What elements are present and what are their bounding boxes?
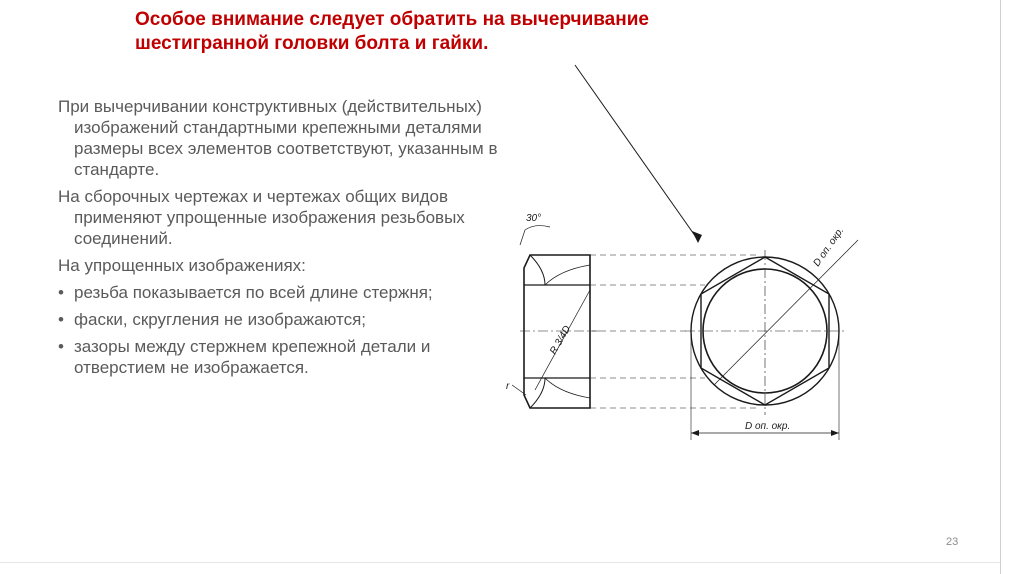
fillet-label: r <box>506 381 510 392</box>
pointer-arrow-head <box>692 231 702 243</box>
side-view <box>511 225 600 409</box>
title-line-1: Особое внимание следует обратить на выче… <box>135 9 649 30</box>
paragraph-2: На сборочных чертежах и чертежах общих в… <box>58 187 465 248</box>
bullet-item-3: • зазоры между стержнем крепежной детали … <box>58 336 498 378</box>
diameter-label-top: D оп. окр. <box>811 225 846 268</box>
body-text: При вычерчивании конструктивных (действи… <box>58 96 498 384</box>
bullet-mark: • <box>58 283 64 302</box>
bullet-item-1: • резьба показывается по всей длине стерж… <box>58 282 498 303</box>
bullet-text-1: резьба показывается по всей длине стержн… <box>74 283 433 302</box>
slide-title: Особое внимание следует обратить на выче… <box>135 8 835 56</box>
pointer-arrow-line <box>574 64 699 241</box>
title-line-2: шестигранной головки болта и гайки. <box>135 33 489 54</box>
paragraph-3: На упрощенных изображениях: <box>58 256 306 275</box>
page-number: 23 <box>946 536 959 548</box>
bullet-item-2: • фаски, скругления не изображаются; <box>58 309 498 330</box>
slide-edge-horizontal <box>0 562 1000 563</box>
top-view <box>685 239 859 440</box>
projection-lines <box>590 254 760 409</box>
bolt-head-drawing: 30° R 3/4D r D оп. окр. D оп. окр. <box>506 64 859 440</box>
bullet-text-3: зазоры между стержнем крепежной детали и… <box>74 337 431 377</box>
paragraph-1: При вычерчивании конструктивных (действи… <box>58 97 498 179</box>
bullet-text-2: фаски, скругления не изображаются; <box>74 310 367 329</box>
radius-label: R 3/4D <box>548 324 573 356</box>
slide-edge-vertical <box>1000 0 1001 574</box>
bullet-mark: • <box>58 310 64 329</box>
bullet-mark: • <box>58 337 64 356</box>
angle-label: 30° <box>526 213 541 224</box>
diameter-label-bottom: D оп. окр. <box>745 421 790 432</box>
